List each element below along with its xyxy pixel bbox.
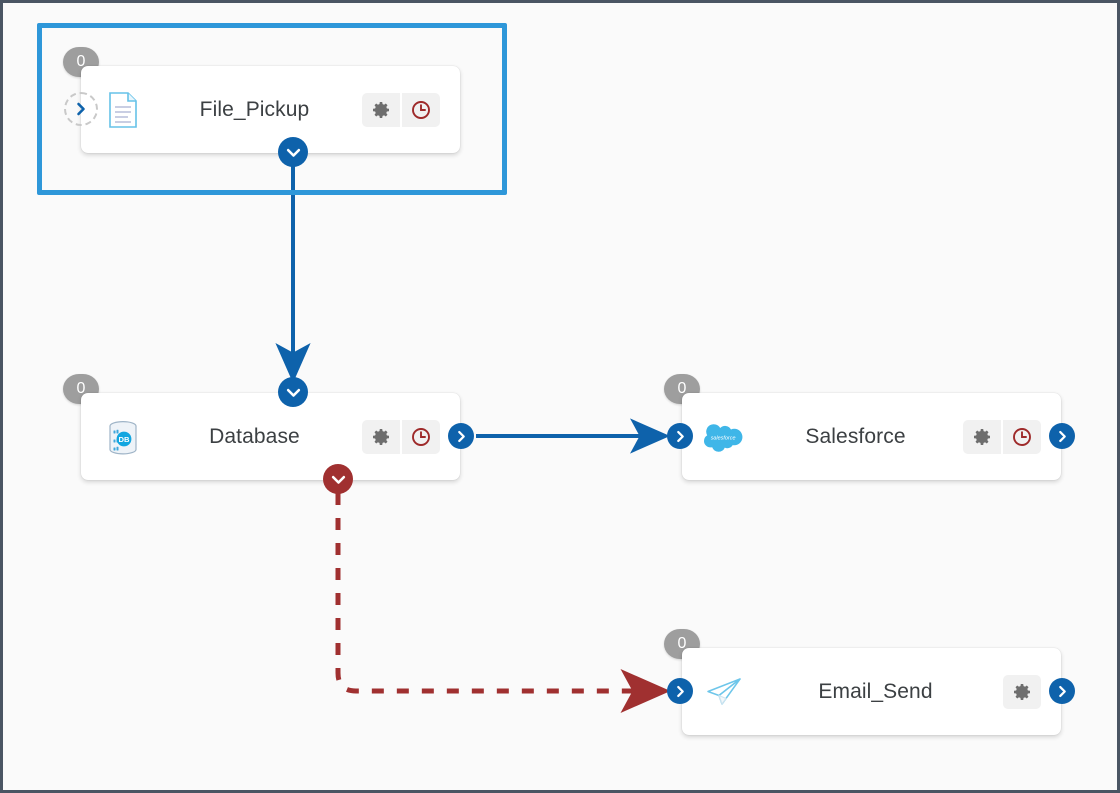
- paper-plane-icon: [700, 676, 748, 708]
- output-handle-file-pickup-success[interactable]: [278, 137, 308, 167]
- document-icon: [99, 91, 147, 128]
- chevron-down-icon: [286, 388, 300, 397]
- input-handle-email-send[interactable]: [667, 678, 693, 704]
- output-handle-salesforce-success[interactable]: [1049, 423, 1075, 449]
- input-handle-database[interactable]: [278, 377, 308, 407]
- node-database[interactable]: DB Database: [81, 393, 460, 480]
- chevron-right-icon: [676, 685, 684, 697]
- output-handle-database-success[interactable]: [448, 423, 474, 449]
- node-title-database: Database: [209, 424, 300, 448]
- trigger-handle-file-pickup[interactable]: [64, 92, 98, 126]
- node-actions-email-send: [1003, 674, 1041, 709]
- node-title-salesforce: Salesforce: [805, 424, 906, 448]
- node-title-file-pickup: File_Pickup: [199, 97, 310, 121]
- svg-text:salesforce: salesforce: [711, 435, 736, 441]
- badge-count: 0: [677, 635, 687, 652]
- schedule-button[interactable]: [402, 419, 440, 454]
- clock-icon: [412, 100, 430, 119]
- node-file-pickup[interactable]: File_Pickup: [81, 66, 460, 153]
- gear-icon: [373, 428, 389, 445]
- gear-icon: [974, 428, 990, 445]
- settings-button[interactable]: [963, 419, 1001, 454]
- node-actions-database: [362, 419, 440, 454]
- svg-text:DB: DB: [119, 435, 130, 444]
- gear-icon: [373, 101, 389, 118]
- clock-icon: [1013, 427, 1031, 446]
- salesforce-icon: salesforce: [700, 422, 748, 452]
- chevron-right-icon: [77, 102, 85, 116]
- chevron-down-icon: [286, 148, 300, 157]
- chevron-right-icon: [676, 430, 684, 442]
- badge-count: 0: [76, 53, 86, 70]
- node-salesforce[interactable]: salesforce Salesforce: [682, 393, 1061, 480]
- chevron-right-icon: [1058, 685, 1066, 697]
- settings-button[interactable]: [362, 419, 400, 454]
- node-title-email-send: Email_Send: [818, 679, 933, 703]
- output-handle-email-send-success[interactable]: [1049, 678, 1075, 704]
- node-actions-file-pickup: [362, 92, 440, 127]
- node-actions-salesforce: [963, 419, 1041, 454]
- badge-count: 0: [76, 380, 86, 397]
- chevron-down-icon: [331, 475, 345, 484]
- selection-rectangle[interactable]: [37, 23, 507, 195]
- chevron-right-icon: [1058, 430, 1066, 442]
- schedule-button[interactable]: [1003, 419, 1041, 454]
- badge-count: 0: [677, 380, 687, 397]
- node-email-send[interactable]: Email_Send: [682, 648, 1061, 735]
- input-handle-salesforce[interactable]: [667, 423, 693, 449]
- database-icon: DB: [99, 418, 147, 456]
- chevron-right-icon: [457, 430, 465, 442]
- settings-button[interactable]: [1003, 674, 1041, 709]
- gear-icon: [1014, 683, 1030, 700]
- output-handle-database-error[interactable]: [323, 464, 353, 494]
- edge-database-to-email-send: [335, 493, 671, 713]
- clock-icon: [412, 427, 430, 446]
- schedule-button[interactable]: [402, 92, 440, 127]
- settings-button[interactable]: [362, 92, 400, 127]
